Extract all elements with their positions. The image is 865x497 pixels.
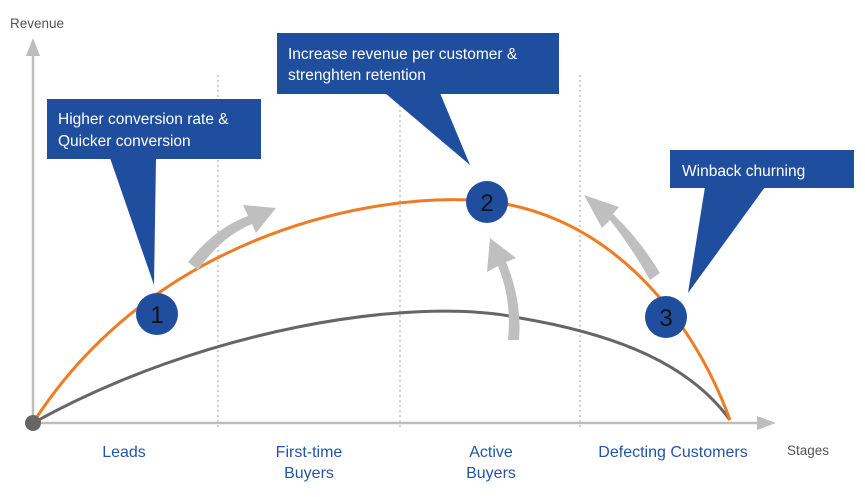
- callout-pointer: [110, 158, 156, 285]
- callout-pointer: [385, 93, 470, 165]
- callouts: Higher conversion rate & Quicker convers…: [47, 33, 854, 293]
- arrow-defecting-winback: [584, 195, 660, 280]
- marker-circle: [645, 296, 687, 338]
- marker-3: 3: [645, 296, 687, 338]
- callout-text-line: strenghten retention: [288, 67, 426, 84]
- marker-circle: [136, 293, 178, 335]
- marker-number: 2: [480, 190, 493, 217]
- axes: Revenue Stages: [10, 16, 829, 458]
- stage-labels: Leads First-time Buyers Active Buyers De…: [102, 444, 747, 482]
- callout-text-line: Quicker conversion: [58, 133, 191, 150]
- stage-dividers: [217, 75, 581, 430]
- stage-label-active-line1: Active: [469, 444, 513, 461]
- marker-number: 1: [150, 302, 163, 329]
- x-axis-arrowhead: [757, 416, 776, 430]
- callout-pointer: [688, 187, 765, 293]
- callout-conversion: Higher conversion rate & Quicker convers…: [47, 99, 261, 285]
- marker-circle: [466, 181, 508, 223]
- x-axis-title: Stages: [787, 443, 829, 458]
- stage-label-first-time-line1: First-time: [276, 444, 343, 461]
- stage-label-first-time-line2: Buyers: [284, 465, 334, 482]
- callout-winback: Winback churning: [670, 150, 854, 293]
- lower-revenue-curve: [32, 309, 732, 425]
- stage-label-defecting: Defecting Customers: [598, 444, 747, 461]
- callout-box: [670, 150, 854, 188]
- stage-label-active-line2: Buyers: [466, 465, 516, 482]
- callout-text-line: Winback churning: [682, 163, 805, 180]
- marker-1: 1: [136, 293, 178, 335]
- callout-text-line: Increase revenue per customer &: [288, 46, 518, 63]
- y-axis-arrowhead: [26, 38, 40, 56]
- callout-box: [47, 99, 261, 159]
- movement-arrows: [188, 195, 660, 340]
- stage-label-leads: Leads: [102, 444, 146, 461]
- y-axis-title: Revenue: [10, 16, 64, 31]
- marker-number: 3: [659, 305, 672, 332]
- origin-point: [25, 415, 41, 431]
- callout-box: [277, 33, 559, 94]
- callout-retention: Increase revenue per customer & strenght…: [277, 33, 559, 165]
- callout-text-line: Higher conversion rate &: [58, 111, 229, 128]
- markers: 1 2 3: [136, 181, 687, 338]
- arrow-leads-to-first-time: [188, 205, 276, 270]
- marker-2: 2: [466, 181, 508, 223]
- arrow-active-up: [487, 238, 520, 340]
